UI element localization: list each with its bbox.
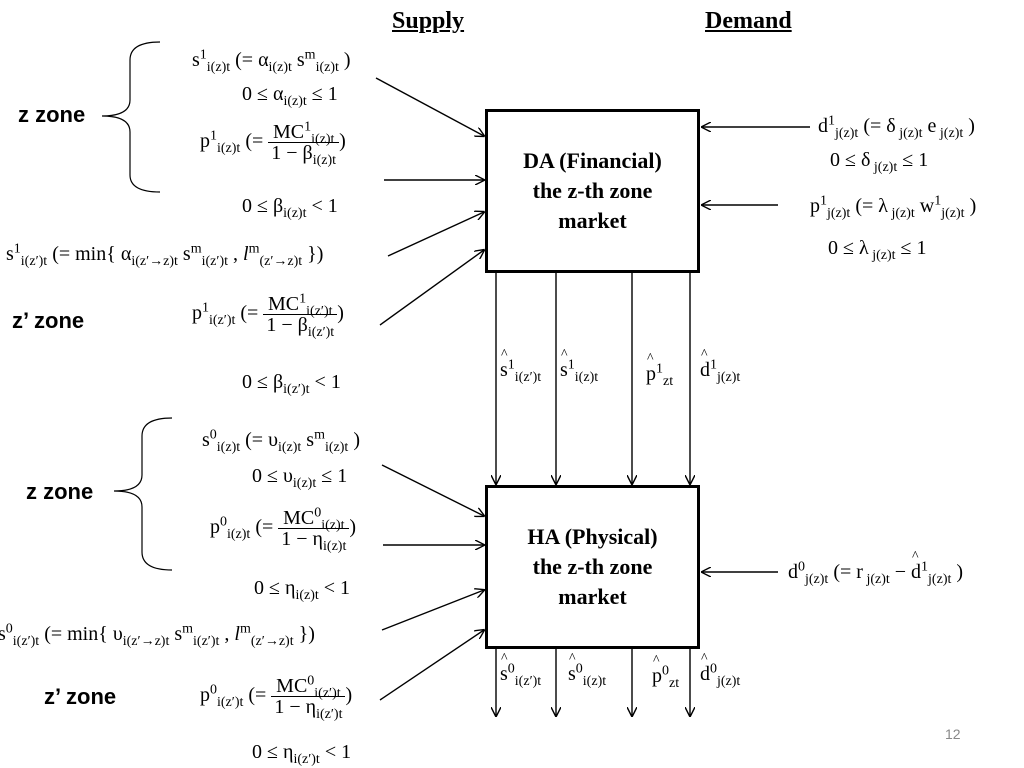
da-market-line1: DA (Financial) (523, 148, 662, 173)
eq-demand-da-p1: p1j(z)t (= λ j(z)t w1j(z)t ) (810, 193, 977, 221)
da-market-line3: market (558, 208, 627, 233)
zone-label-z-bottom: z zone (26, 479, 94, 504)
arrow-supply-da-3 (387, 212, 484, 257)
flow-label-d0-z: d0j(z)t (700, 652, 740, 689)
ha-market-box: HA (Physical) the z-th zone market (485, 485, 700, 649)
eq-supply-ha-s0-z: s0i(z)t (= υi(z)t smi(z)t ) (202, 427, 360, 455)
arrow-supply-ha-3 (381, 590, 484, 631)
eq-constraint-beta-z: 0 ≤ βi(z)t < 1 (242, 195, 338, 221)
eq-constraint-beta-zp: 0 ≤ βi(z′)t < 1 (242, 371, 341, 397)
eq-constraint-eta-z: 0 ≤ ηi(z)t < 1 (254, 577, 351, 603)
eq-constraint-delta: 0 ≤ δ j(z)t ≤ 1 (830, 149, 929, 175)
brace-z-top (101, 41, 161, 193)
eq-supply-da-s1-zp: s1i(z′)t (= min{ αi(z′→z)t smi(z′)t , lm… (6, 241, 324, 269)
eq-demand-ha-d0: d0j(z)t (= r j(z)t − d1j(z)t ) (788, 550, 963, 587)
flow-label-s0-z: s0i(z)t (568, 652, 606, 689)
arrow-supply-ha-4 (379, 630, 484, 701)
da-market-box: DA (Financial) the z-th zone market (485, 109, 700, 273)
flow-label-s1-zp: s1i(z′)t (500, 348, 541, 385)
eq-supply-ha-s0-zp: s0i(z′)t (= min{ υi(z′→z)t smi(z′)t , lm… (0, 621, 315, 649)
flow-label-p0-zt: p0zt (652, 654, 679, 691)
eq-supply-da-s1-z: s1i(z)t (= αi(z)t smi(z)t ) (192, 47, 351, 75)
ha-market-line2: the z-th zone (532, 554, 653, 579)
ha-market-line3: market (558, 584, 627, 609)
ha-market-line1: HA (Physical) (527, 524, 658, 549)
zone-label-zp-top: z’ zone (12, 308, 85, 333)
eq-constraint-lambda: 0 ≤ λ j(z)t ≤ 1 (828, 237, 927, 263)
da-market-line2: the z-th zone (532, 178, 653, 203)
page-number: 12 (945, 726, 961, 742)
arrow-supply-ha-1 (381, 464, 484, 516)
eq-demand-da-d1: d1j(z)t (= δ j(z)t e j(z)t ) (818, 113, 975, 141)
zone-label-z-top: z zone (18, 102, 86, 127)
arrow-supply-da-4 (379, 250, 484, 326)
supply-header: Supply (392, 8, 465, 34)
eq-constraint-eta-zp: 0 ≤ ηi(z′)t < 1 (252, 741, 352, 767)
flow-label-s0-zp: s0i(z′)t (500, 652, 541, 689)
flow-label-p1-zt: p1zt (646, 352, 673, 389)
flow-label-d1-z: d1j(z)t (700, 348, 740, 385)
zone-label-zp-bottom: z’ zone (44, 684, 117, 709)
arrow-supply-da-1 (375, 77, 484, 136)
brace-z-bottom (113, 417, 173, 571)
eq-constraint-alpha: 0 ≤ αi(z)t ≤ 1 (242, 83, 338, 109)
demand-header: Demand (705, 8, 792, 34)
eq-constraint-upsilon: 0 ≤ υi(z)t ≤ 1 (252, 465, 348, 491)
flow-label-s1-z: s1i(z)t (560, 348, 598, 385)
